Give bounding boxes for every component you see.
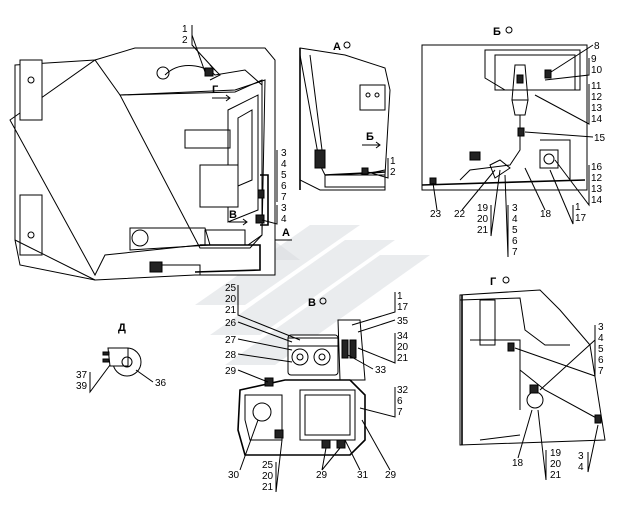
marker-G: Г	[212, 84, 219, 96]
callout-d-37: 37	[76, 370, 88, 381]
callout-b-14b: 14	[591, 195, 603, 206]
callout-v-33: 33	[375, 365, 387, 376]
callout-4b: 4	[281, 214, 287, 225]
callout-g-5: 5	[598, 344, 604, 355]
callout-d-36: 36	[155, 378, 167, 389]
view-D-title: Д	[118, 322, 126, 334]
callout-b-15: 15	[594, 133, 606, 144]
callout-1: 1	[182, 24, 188, 35]
callout-b-4: 4	[512, 214, 518, 225]
view-G-mark-icon	[502, 276, 510, 284]
callout-v-20b: 20	[397, 342, 409, 353]
callout-b-14: 14	[591, 114, 603, 125]
callout-b-13: 13	[591, 103, 603, 114]
view-A: А Б 1 2	[299, 41, 396, 191]
callout-b-16: 16	[591, 162, 603, 173]
marker-V: В	[229, 209, 237, 221]
callout-g-4: 4	[598, 333, 604, 344]
callout-g-20: 20	[550, 459, 562, 470]
callout-b-3: 3	[512, 203, 518, 214]
callout-a-2: 2	[390, 167, 396, 178]
callout-v-35: 35	[397, 316, 409, 327]
callout-v-1: 1	[397, 291, 403, 302]
callout-b-8: 8	[594, 41, 600, 52]
callout-v-20: 20	[225, 294, 237, 305]
callout-g-3: 3	[598, 322, 604, 333]
callout-v-25: 25	[225, 283, 237, 294]
callout-b-21: 21	[477, 225, 489, 236]
callout-v-28: 28	[225, 350, 237, 361]
callout-b-23: 23	[430, 209, 442, 220]
callout-b-5: 5	[512, 225, 518, 236]
callout-b-7: 7	[512, 247, 518, 258]
callout-v-17: 17	[397, 302, 409, 313]
view-B-mark-icon	[505, 26, 513, 34]
view-V-mark-icon	[319, 297, 327, 305]
callout-b-9: 9	[591, 54, 597, 65]
callout-v-34: 34	[397, 331, 409, 342]
view-A-title: А	[333, 41, 341, 53]
callout-v-27: 27	[225, 335, 237, 346]
callout-v-25b: 25	[262, 460, 274, 471]
callout-g-6: 6	[598, 355, 604, 366]
callout-v-31: 31	[357, 470, 369, 481]
view-A-mark-icon	[343, 41, 351, 49]
callout-g-21: 21	[550, 470, 562, 481]
callout-3: 3	[281, 148, 287, 159]
callout-v-21c: 21	[262, 482, 274, 493]
view-G: Г 3 4 5 6 7 18 19 20 21 3 4	[459, 276, 606, 481]
callout-d-39: 39	[76, 381, 88, 392]
callout-v-6: 6	[397, 396, 403, 407]
callout-v-20c: 20	[262, 471, 274, 482]
callout-g-7: 7	[598, 366, 604, 377]
callout-b-13b: 13	[591, 184, 603, 195]
marker-B: Б	[366, 131, 374, 143]
callout-b-10: 10	[591, 65, 603, 76]
callout-b-22: 22	[454, 209, 466, 220]
callout-g-18: 18	[512, 458, 524, 469]
callout-v-29c: 29	[385, 470, 397, 481]
callout-v-7: 7	[397, 407, 403, 418]
view-B: Б 8 9 10 11 12 13 14 15 16 12 13 14 1	[421, 26, 606, 258]
view-D: Д 37 39 36	[76, 322, 167, 394]
callout-b-12: 12	[591, 92, 603, 103]
callout-b-12b: 12	[591, 173, 603, 184]
callout-v-29a: 29	[225, 366, 237, 377]
callout-v-21b: 21	[397, 353, 409, 364]
callout-v-30: 30	[228, 470, 240, 481]
view-V-title: В	[308, 297, 316, 309]
callout-g-4b: 4	[578, 462, 584, 473]
callout-b-18: 18	[540, 209, 552, 220]
callout-v-32: 32	[397, 385, 409, 396]
callout-7: 7	[281, 192, 287, 203]
callout-v-29b: 29	[316, 470, 328, 481]
callout-b-17: 17	[575, 213, 587, 224]
callout-b-1: 1	[575, 202, 581, 213]
view-V: В 25 20 21 26 27 28 29 1 17 35	[225, 283, 409, 493]
callout-2: 2	[182, 35, 188, 46]
callout-g-3b: 3	[578, 451, 584, 462]
callout-v-26: 26	[225, 318, 237, 329]
callout-a-1: 1	[390, 156, 396, 167]
view-B-title: Б	[493, 26, 501, 38]
callout-g-19: 19	[550, 448, 562, 459]
callout-3b: 3	[281, 203, 287, 214]
callout-b-11: 11	[591, 81, 602, 92]
callout-v-21: 21	[225, 305, 237, 316]
view-G-title: Г	[490, 276, 497, 288]
callout-b-20: 20	[477, 214, 489, 225]
callout-b-6: 6	[512, 236, 518, 247]
callout-b-19: 19	[477, 203, 489, 214]
callout-5: 5	[281, 170, 287, 181]
callout-6: 6	[281, 181, 287, 192]
main-cabin-view: Г В А 1 2 3 4 5 6 7 3 4	[9, 24, 292, 281]
marker-A: А	[282, 227, 290, 239]
callout-4: 4	[281, 159, 287, 170]
